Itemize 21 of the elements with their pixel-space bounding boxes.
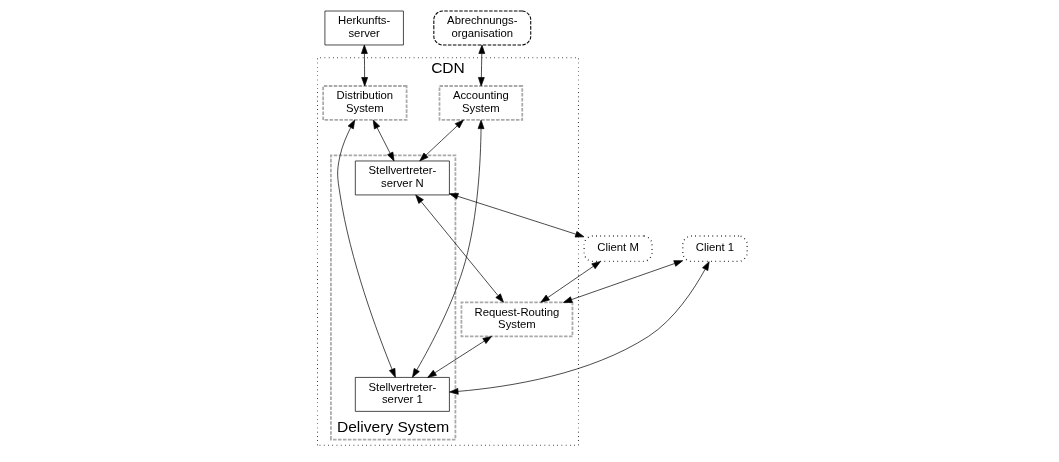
arrow bbox=[372, 119, 395, 162]
node-box: Accounting System bbox=[438, 85, 524, 121]
arrow bbox=[361, 44, 368, 87]
arrow bbox=[540, 261, 601, 303]
arrow bbox=[415, 194, 504, 303]
node-box: Client M bbox=[583, 235, 653, 263]
node-box: Stellvertreter- server 1 bbox=[354, 377, 450, 412]
arrow bbox=[449, 193, 585, 238]
node-box: Herkunfts- server bbox=[324, 10, 404, 46]
arrow bbox=[337, 119, 396, 378]
node-box: Client 1 bbox=[682, 235, 748, 263]
arrow bbox=[563, 260, 684, 303]
node-box: Distribution System bbox=[322, 85, 408, 121]
arrow bbox=[419, 119, 464, 162]
arrow bbox=[449, 261, 710, 395]
arrow bbox=[478, 44, 486, 87]
node-box: Stellvertreter- server N bbox=[354, 160, 450, 196]
arrow bbox=[427, 336, 492, 378]
node-box: Abrechnungs- organisation bbox=[433, 10, 532, 46]
arrow bbox=[412, 119, 485, 378]
node-box: Request-Routing System bbox=[460, 301, 574, 338]
